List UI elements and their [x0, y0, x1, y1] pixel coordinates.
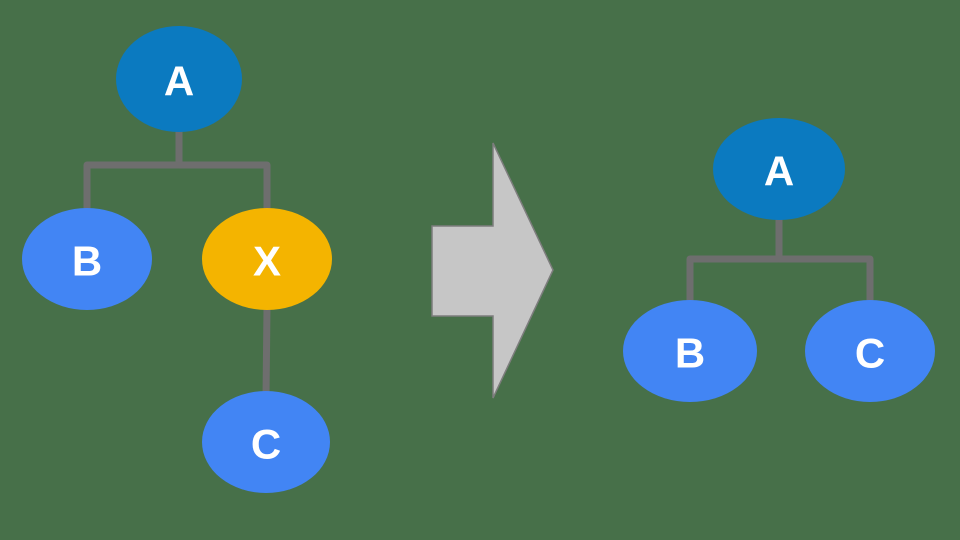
node-c-before-label: C [251, 421, 281, 468]
node-x-before[interactable]: X [202, 208, 332, 310]
before-tree-connectors [83, 124, 271, 400]
node-b-before-shape [22, 208, 152, 310]
node-b-after-shape [623, 300, 757, 402]
node-a-before-label: A [164, 58, 194, 105]
node-c-after[interactable]: C [805, 300, 935, 402]
node-a-after[interactable]: A [713, 118, 845, 220]
node-c-after-shape [805, 300, 935, 402]
edge-x-to-c [262, 304, 271, 400]
node-a-before[interactable]: A [116, 26, 242, 132]
transform-arrow-icon [431, 142, 554, 399]
node-a-after-label: A [764, 148, 794, 195]
after-tree-connectors [686, 214, 874, 308]
node-c-before[interactable]: C [202, 391, 330, 493]
edge-a2-to-b2 [686, 255, 783, 308]
before-tree-nodes: A B X C [22, 26, 332, 493]
node-c-before-shape [202, 391, 330, 493]
edge-a2-to-c2 [775, 255, 874, 308]
node-b-after-label: B [675, 330, 705, 377]
node-x-before-label: X [253, 238, 281, 285]
node-b-before-label: B [72, 238, 102, 285]
node-c-after-label: C [855, 330, 885, 377]
node-a-after-shape [713, 118, 845, 220]
after-tree-nodes: A B C [623, 118, 935, 402]
node-x-before-shape [202, 208, 332, 310]
node-b-after[interactable]: B [623, 300, 757, 402]
edge-a-to-b [83, 161, 183, 216]
node-a-before-shape [116, 26, 242, 132]
node-b-before[interactable]: B [22, 208, 152, 310]
edge-a-to-x [175, 161, 271, 216]
